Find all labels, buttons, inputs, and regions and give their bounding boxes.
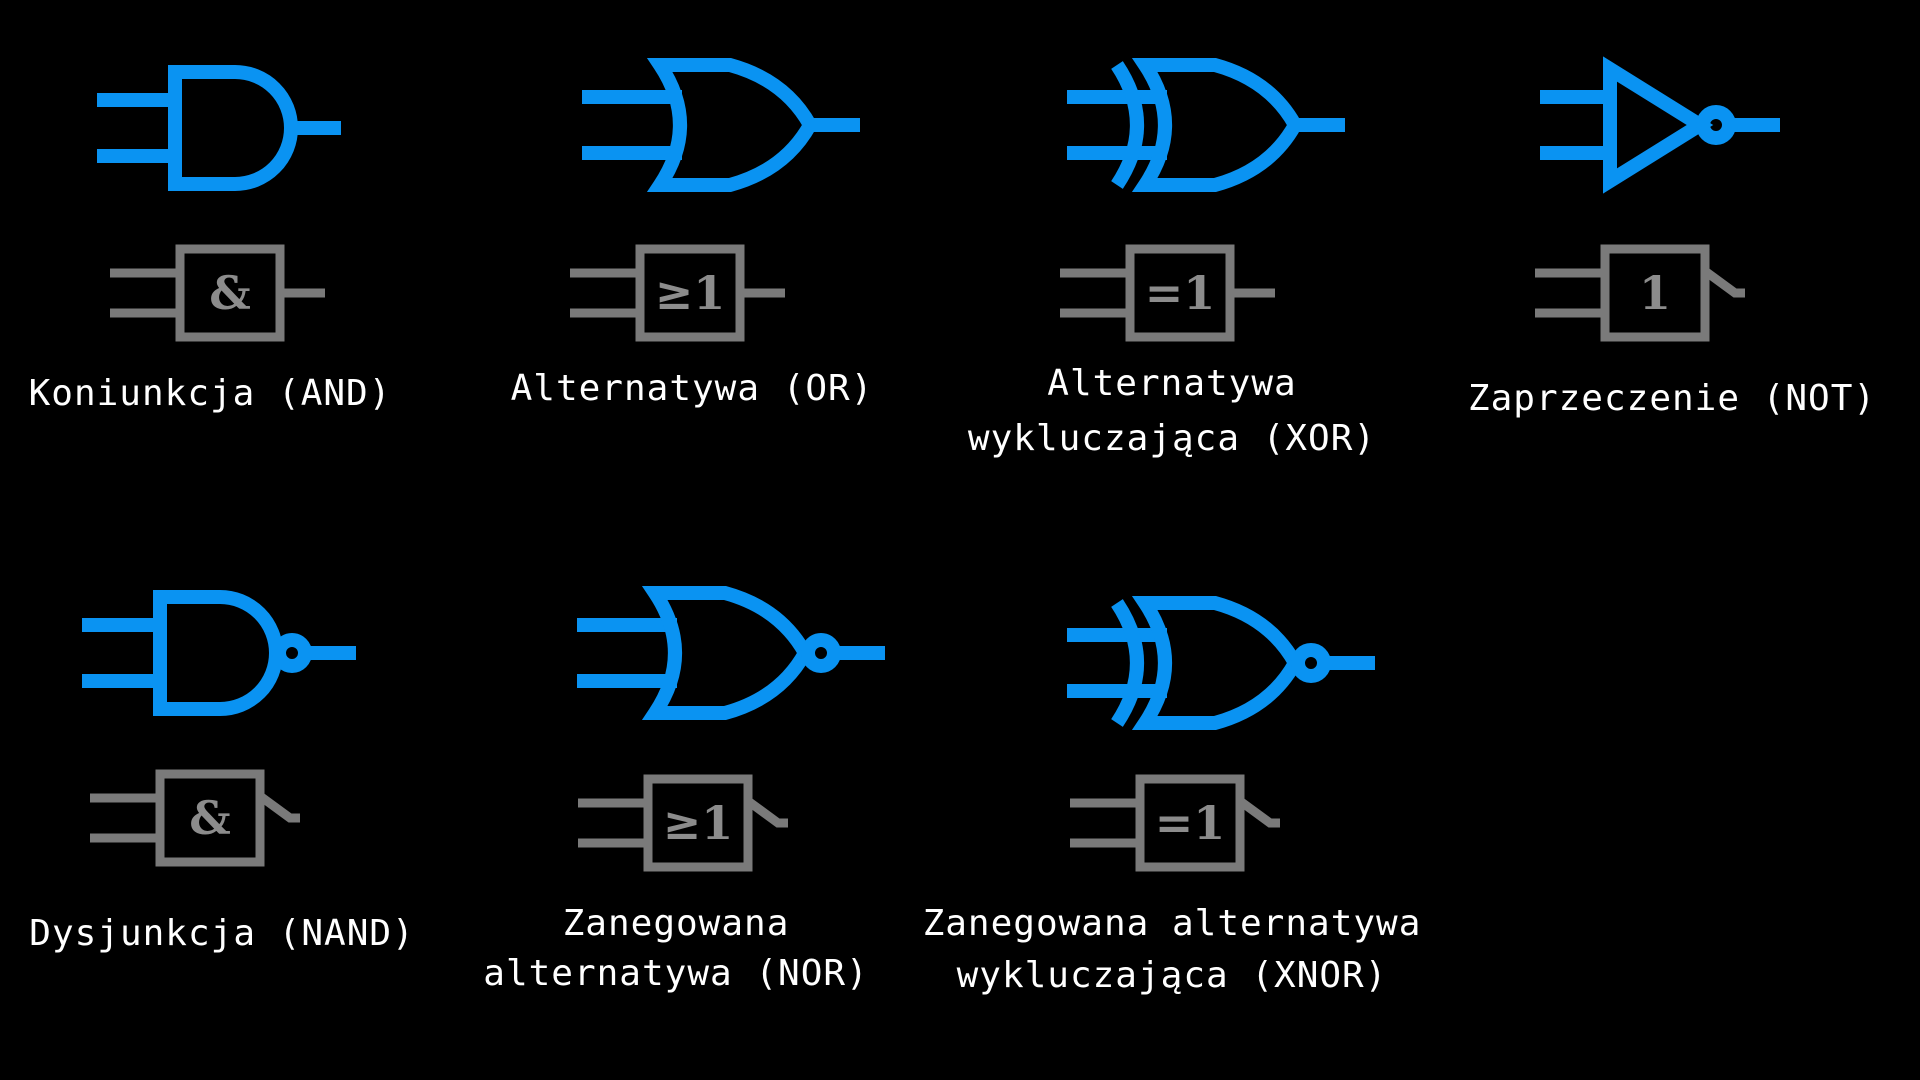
or-gate-icon (582, 58, 860, 192)
iec-function-symbol: & (209, 266, 251, 320)
gate-label-xor: wykluczająca (XOR) (968, 418, 1376, 459)
xor-gate-icon (1067, 58, 1345, 192)
nand-gate-icon (82, 590, 356, 716)
iec-and-gate-icon: & (110, 244, 325, 342)
and-gate-icon (97, 65, 341, 191)
iec-nand-gate-icon: & (90, 769, 300, 867)
gate-label-and: Koniunkcja (AND) (29, 373, 392, 414)
iec-xnor-gate-icon: =1 (1070, 774, 1280, 872)
gate-and: & Koniunkcja (AND) (29, 65, 392, 414)
gate-label-nor: Zanegowana (563, 903, 790, 944)
iec-function-symbol: ≥1 (663, 796, 734, 850)
iec-xor-gate-icon: =1 (1060, 244, 1275, 342)
iec-function-symbol: ≥1 (655, 266, 726, 320)
nor-gate-icon (577, 586, 885, 720)
gate-label-nor: alternatywa (NOR) (483, 953, 868, 994)
gate-nand: & Dysjunkcja (NAND) (29, 590, 414, 954)
gate-label-nand: Dysjunkcja (NAND) (29, 913, 414, 954)
gate-label-xnor: wykluczająca (XNOR) (957, 955, 1388, 996)
iec-function-symbol: =1 (1145, 266, 1216, 320)
not-gate-icon (1540, 56, 1780, 194)
gate-label-xnor: Zanegowana alternatywa (923, 903, 1422, 944)
gate-label-or: Alternatywa (OR) (511, 368, 874, 409)
iec-not-gate-icon: 1 (1535, 244, 1745, 342)
iec-function-symbol: 1 (1639, 266, 1671, 320)
xnor-gate-icon (1067, 596, 1375, 730)
iec-function-symbol: =1 (1155, 796, 1226, 850)
gate-label-xor: Alternatywa (1047, 363, 1296, 404)
gate-label-not: Zaprzeczenie (NOT) (1468, 378, 1876, 419)
iec-or-gate-icon: ≥1 (570, 244, 785, 342)
iec-function-symbol: & (189, 791, 231, 845)
iec-nor-gate-icon: ≥1 (578, 774, 788, 872)
